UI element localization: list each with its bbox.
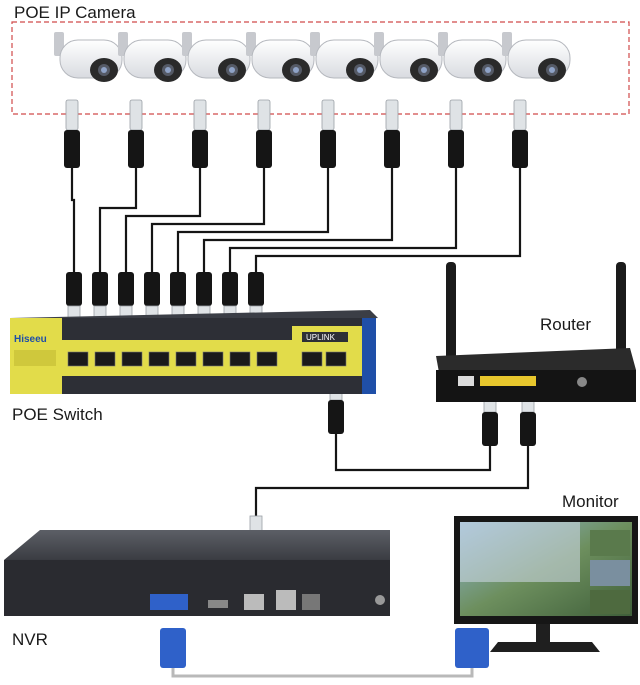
router [436,262,636,402]
vga-cable [160,628,489,678]
ip-camera [310,32,379,168]
ip-camera [54,32,123,168]
poe-switch: Hiseeu UPLINK [10,310,378,394]
monitor [454,516,638,652]
uplink-port [325,351,347,367]
ethernet-cable [176,168,330,272]
rj45-plug [92,272,108,306]
label-monitor: Monitor [562,492,619,511]
switch-port [148,351,170,367]
ip-camera [374,32,443,168]
nvr [4,530,390,616]
ethernet-cable [70,168,76,272]
rj45-plug [66,272,82,306]
ip-camera [502,32,571,168]
switch-port [121,351,143,367]
switch-port [175,351,197,367]
ethernet-cable [202,168,394,272]
ethernet-cable [98,168,138,272]
uplink-port [301,351,323,367]
switch-port [94,351,116,367]
rj45-plug [170,272,186,306]
rj45-plug [248,272,264,306]
rj45-plug [222,272,238,306]
label-poe-ip-camera: POE IP Camera [14,3,136,22]
rj45-plug [196,272,212,306]
ip-camera [182,32,251,168]
switch-port [202,351,224,367]
rj45-plug [144,272,160,306]
ip-camera [118,32,187,168]
switch-port [67,351,89,367]
label-router: Router [540,315,592,334]
switch-uplink-label: UPLINK [306,333,336,342]
label-poe-switch: POE Switch [12,405,103,424]
switch-port [229,351,251,367]
ethernet-cable [124,168,202,272]
ethernet-cable [254,168,522,272]
switch-port [256,351,278,367]
rj45-plug [118,272,134,306]
switch-brand: Hiseeu [14,334,47,345]
ip-camera [438,32,507,168]
ip-camera [246,32,315,168]
camera-group-border [11,21,630,115]
ethernet-cable [150,168,266,272]
ethernet-cable [228,168,458,272]
label-nvr: NVR [12,630,48,649]
